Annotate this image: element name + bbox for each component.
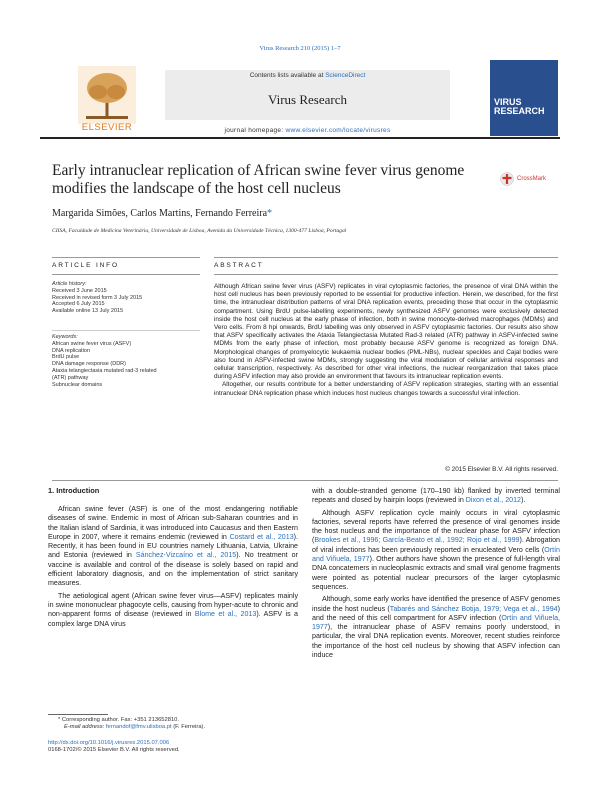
info-rule — [52, 274, 200, 275]
corresponding-author-note: * Corresponding author. Fax: +351 213652… — [58, 717, 180, 723]
citation-link[interactable]: Dixon et al., 2012 — [465, 496, 522, 505]
citation-link[interactable]: Ortín and Viñuela, 1977 — [312, 613, 560, 632]
history-label: Article history: — [52, 281, 87, 287]
abstract-rule-top — [214, 257, 558, 258]
contents-prefix: Contents lists available at — [249, 72, 326, 79]
doi-block: http://dx.doi.org/10.1016/j.virusres.201… — [48, 740, 298, 755]
keyword-item: DNA damage response (DDR) — [52, 361, 126, 368]
abstract-heading: ABSTRACT — [214, 262, 264, 269]
email-note: E-mail address: fernandof@fmv.ulisboa.pt… — [64, 724, 206, 731]
body-paragraph: African swine fever (ASF) is one of the … — [48, 505, 298, 588]
keyword-item: Ataxia telangiectasia mutated rad-3 rela… — [52, 367, 157, 374]
citation-link[interactable]: Brookes et al., 1996; García-Beato et al… — [314, 536, 520, 545]
body-paragraph: Although, some early works have identifi… — [312, 595, 560, 660]
keyword-item: African swine fever virus (ASFV) — [52, 340, 132, 347]
abstract-body: Although African swine fever virus (ASFV… — [214, 283, 558, 398]
issn-line: 0168-1702/© 2015 Elsevier B.V. All right… — [48, 747, 180, 754]
abstract-paragraph: Although African swine fever virus (ASFV… — [214, 283, 558, 381]
abstract-paragraph: Altogether, our results contribute for a… — [214, 381, 558, 397]
history-item: Received 3 June 2015 — [52, 287, 107, 294]
footnotes: * Corresponding author. Fax: +351 213652… — [58, 717, 298, 732]
body-paragraph: with a double-stranded genome (170–190 k… — [312, 487, 560, 505]
abstract-copyright: © 2015 Elsevier B.V. All rights reserved… — [445, 466, 558, 473]
citation-link[interactable]: Sánchez-Vizcaíno et al., 2015 — [135, 551, 237, 560]
crossmark-badge[interactable]: CrossMark — [500, 172, 546, 186]
info-divider — [52, 330, 200, 331]
contents-line: Contents lists available at ScienceDirec… — [165, 72, 450, 79]
body-paragraph: The aetiological agent (African swine fe… — [48, 591, 299, 628]
journal-header-box — [165, 70, 450, 120]
author-list: Margarida Simões, Carlos Martins, Fernan… — [52, 208, 273, 219]
intro-right-column: with a double-stranded genome (170–190 k… — [312, 487, 560, 663]
abstract-rule-bottom — [52, 480, 558, 481]
footnote-rule — [48, 714, 108, 715]
email-link[interactable]: fernandof@fmv.ulisboa.pt — [105, 724, 172, 731]
keyword-item: BrdU pulse — [52, 354, 80, 361]
introduction-heading: 1. Introduction — [48, 486, 100, 495]
keyword-item: DNA replication — [52, 347, 90, 354]
elsevier-tree-logo — [78, 66, 136, 124]
elsevier-wordmark: ELSEVIER — [81, 122, 133, 133]
citation-link[interactable]: Tabarés and Sánchez Botija, 1979; Vega e… — [389, 604, 558, 613]
keywords-label: Keywords: — [52, 334, 78, 340]
crossmark-label: CrossMark — [517, 176, 547, 182]
affiliation: CIISA, Faculdade de Medicina Veterinária… — [52, 228, 347, 234]
keyword-item: (ATR) pathway — [52, 374, 89, 381]
body-paragraph: Although ASFV replication cycle mainly o… — [312, 508, 560, 591]
article-info-heading: ARTICLE INFO — [52, 262, 119, 269]
citation-link[interactable]: Ortín and Viñuela, 1977 — [312, 545, 560, 564]
homepage-prefix: journal homepage: — [224, 127, 286, 134]
citation-link[interactable]: Blome et al., 2013 — [194, 610, 257, 619]
info-rule-top — [52, 257, 200, 258]
intro-left-column: African swine fever (ASF) is one of the … — [48, 505, 298, 632]
header-rule — [40, 137, 560, 139]
journal-title: Virus Research — [268, 92, 347, 107]
homepage-link[interactable]: www.elsevier.com/locate/virusres — [285, 127, 391, 134]
doi-link[interactable]: http://dx.doi.org/10.1016/j.virusres.201… — [48, 740, 170, 746]
sciencedirect-link[interactable]: ScienceDirect — [325, 72, 366, 79]
crossmark-icon — [500, 172, 514, 186]
history-item: Available online 13 July 2015 — [52, 308, 124, 315]
history-item: Received in revised form 3 July 2015 — [52, 294, 143, 301]
keyword-item: Subnuclear domains — [52, 381, 103, 388]
article-title: Early intranuclear replication of Africa… — [52, 162, 465, 197]
keywords: Keywords: African swine fever virus (ASF… — [52, 334, 202, 388]
corresponding-author-mark[interactable]: * — [267, 208, 273, 219]
journal-cover-image — [490, 60, 558, 136]
history-item: Accepted 6 July 2015 — [52, 301, 105, 308]
citation-link[interactable]: Costard et al., 2013 — [229, 532, 294, 541]
journal-citation[interactable]: Virus Research 210 (2015) 1–7 — [259, 45, 341, 52]
abstract-rule — [214, 274, 558, 275]
journal-homepage: journal homepage: www.elsevier.com/locat… — [165, 127, 450, 134]
